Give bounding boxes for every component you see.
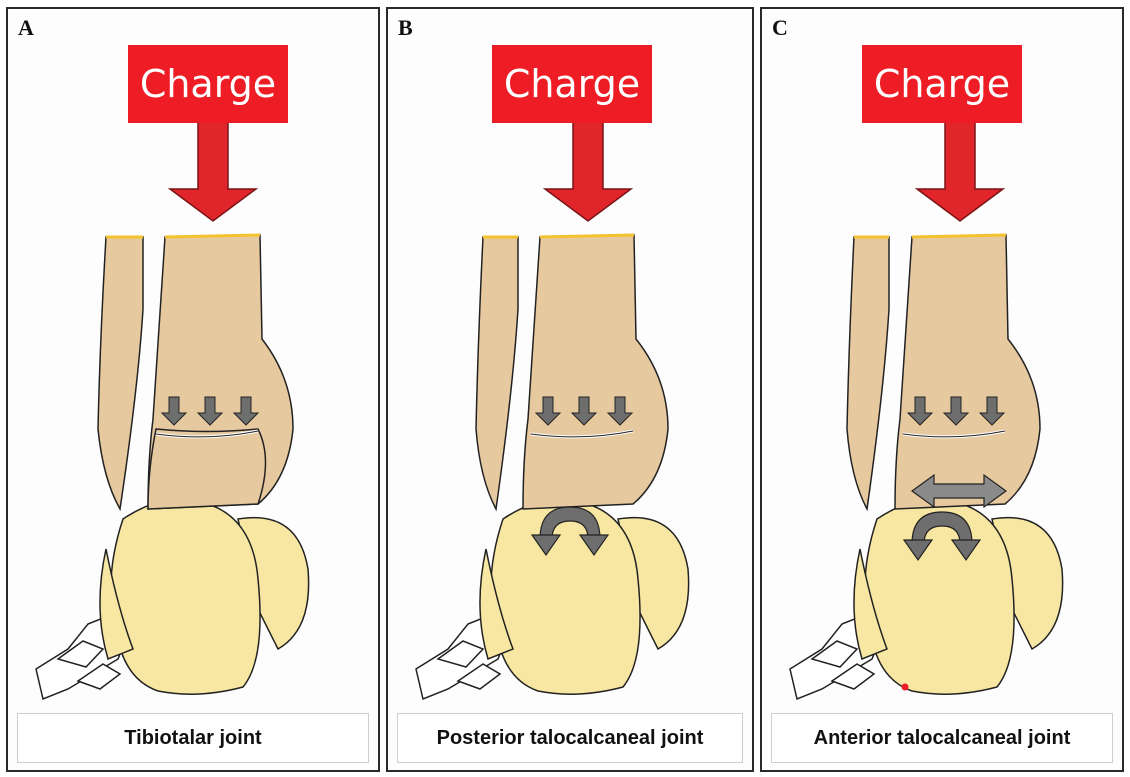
caption: Anterior talocalcaneal joint	[771, 713, 1113, 763]
caption: Posterior talocalcaneal joint	[397, 713, 743, 763]
panel-letter: A	[18, 15, 34, 41]
ankle-illustration	[8, 9, 378, 770]
panel-letter: C	[772, 15, 788, 41]
force-arrows	[908, 397, 1004, 425]
panel-a: A Charge Tibiotalar joint	[6, 7, 380, 772]
load-arrow	[917, 119, 1003, 221]
force-arrows	[536, 397, 632, 425]
ankle-illustration	[388, 9, 752, 770]
charge-label: Charge	[128, 45, 288, 123]
talus-calcaneus	[100, 499, 309, 694]
panel-c: C Charge Anterior talocalcaneal joint	[760, 7, 1124, 772]
tibia-cartilage-edge	[912, 235, 1006, 237]
red-dot-marker	[902, 684, 909, 691]
tibia-cartilage-edge	[165, 235, 260, 237]
panel-letter: B	[398, 15, 413, 41]
ankle-illustration	[762, 9, 1122, 770]
tibia-fibula	[476, 235, 668, 509]
force-arrows	[162, 397, 258, 425]
load-arrow	[545, 119, 631, 221]
tibia-fibula	[847, 235, 1040, 509]
load-arrow	[170, 119, 256, 221]
charge-label: Charge	[862, 45, 1022, 123]
panel-b: B Charge Posterior talocalcaneal joint	[386, 7, 754, 772]
tibia-cartilage-edge	[540, 235, 634, 237]
caption: Tibiotalar joint	[17, 713, 369, 763]
charge-label: Charge	[492, 45, 652, 123]
talus-calcaneus	[480, 499, 689, 694]
tibia-fibula	[98, 235, 293, 509]
